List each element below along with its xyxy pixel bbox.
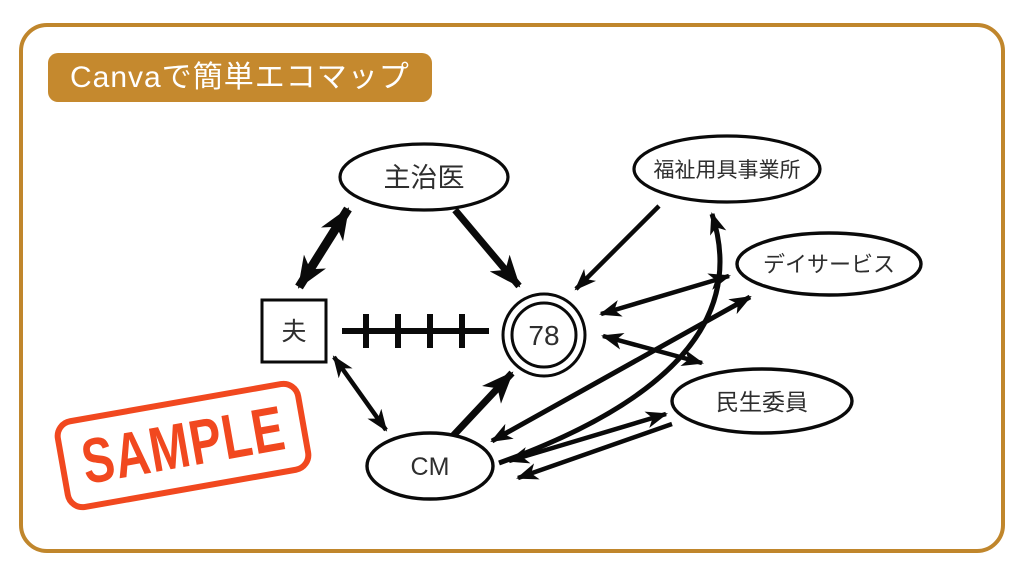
page-title: Canvaで簡単エコマップ — [48, 53, 432, 102]
node-husband-label: 夫 — [281, 318, 306, 346]
node-day-service: デイサービス — [735, 231, 923, 297]
node-doctor-label: 主治医 — [384, 163, 465, 193]
edge-cm-welfare-commissioner — [507, 411, 668, 464]
edge-husband-doctor — [295, 206, 352, 290]
node-welfare-commissioner: 民生委員 — [670, 367, 854, 435]
edge-doctor-client — [452, 207, 522, 289]
edge-cm-client — [448, 370, 515, 441]
node-husband: 夫 — [260, 298, 328, 364]
node-client: 78 — [501, 292, 587, 378]
node-care-manager-label: CM — [411, 453, 450, 481]
node-welfare-equipment-office: 福祉用具事業所 — [632, 134, 822, 204]
edge-husband-cm — [332, 355, 388, 432]
node-welfare-commissioner-label: 民生委員 — [716, 389, 808, 415]
node-doctor: 主治医 — [338, 142, 510, 212]
node-day-service-label: デイサービス — [763, 252, 895, 277]
node-client-label: 78 — [528, 320, 559, 351]
node-welfare-equipment-office-label: 福祉用具事業所 — [654, 159, 801, 182]
edge-husband-client-stressful — [342, 314, 489, 348]
node-care-manager: CM — [365, 431, 495, 501]
edge-welfare-equipment-client — [574, 204, 661, 291]
edge-welfare-commissioner-cm — [516, 421, 673, 481]
